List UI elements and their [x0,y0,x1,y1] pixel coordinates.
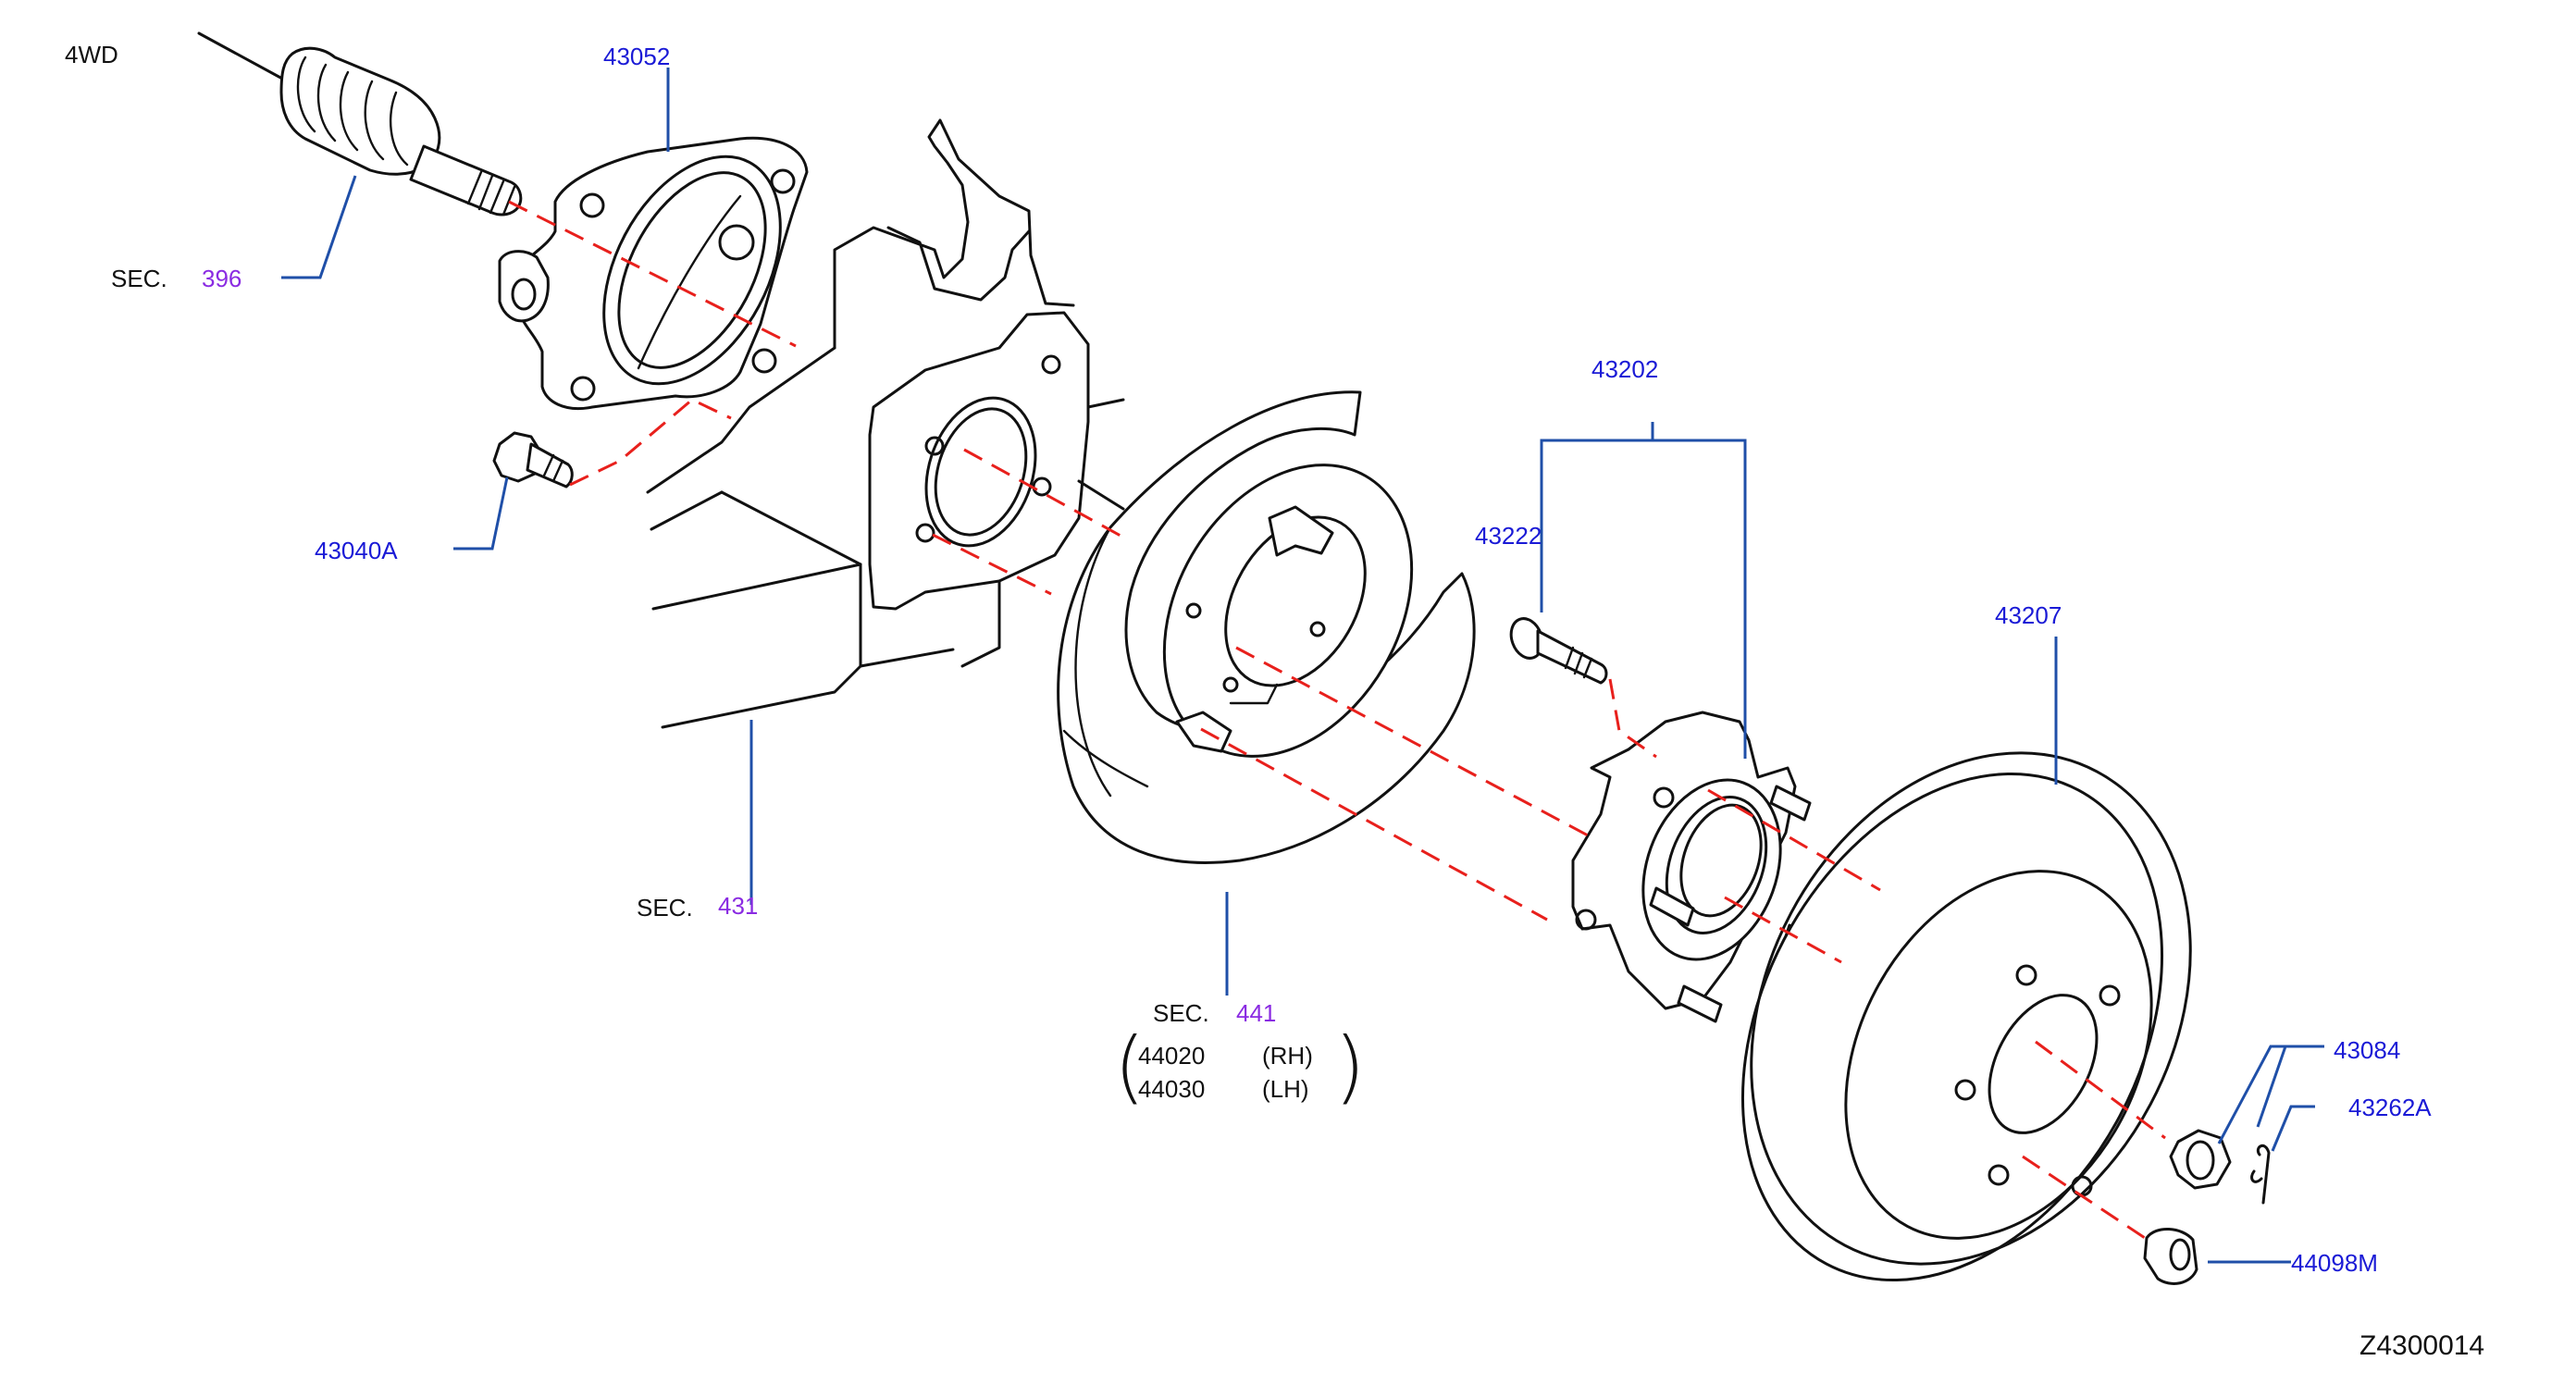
part-label-43040a[interactable]: 43040A [315,537,398,564]
part-label-43222[interactable]: 43222 [1475,522,1542,550]
sec-label-396-prefix: SEC. [111,265,167,292]
brake-rotor-43207 [1741,751,2192,1282]
variant-bracket-open: ( [1114,1020,1146,1113]
part-label-43052[interactable]: 43052 [603,43,671,70]
variant-part-44030: 44030 [1138,1075,1206,1103]
sec-label-396[interactable]: 396 [202,265,242,292]
cotter-pin-43262a [2250,1144,2271,1205]
cap-44098m [2143,1228,2198,1285]
variant-bracket-close: ) [1334,1020,1366,1113]
sec-label-431-prefix: SEC. [637,894,693,922]
variant-side-lh: (LH) [1262,1075,1309,1103]
sec-label-431[interactable]: 431 [718,892,759,920]
part-label-43207[interactable]: 43207 [1995,601,2062,629]
bolt-43040a [492,431,574,489]
drive-shaft [197,31,523,216]
hub-nut-43084 [2169,1129,2232,1190]
hub-assembly-43202 [1571,711,1821,1023]
knuckle-sec-431 [646,118,1125,729]
bolt-43222 [1509,617,1608,685]
variant-side-rh: (RH) [1262,1042,1313,1070]
spindle-43052 [498,136,809,410]
part-label-43202[interactable]: 43202 [1591,355,1659,383]
part-label-44098m[interactable]: 44098M [2291,1249,2378,1277]
backing-plate-sec-441 [1057,390,1476,864]
alignment-lines [508,200,2166,1240]
sec-label-441[interactable]: 441 [1236,999,1277,1027]
sec-label-441-prefix: SEC. [1153,999,1209,1027]
variant-part-44020: 44020 [1138,1042,1206,1070]
variant-label: 4WD [65,41,118,68]
leader-lines [281,68,2324,1264]
part-label-43084[interactable]: 43084 [2334,1036,2401,1064]
drawing-code: Z4300014 [2359,1330,2485,1361]
part-label-43262a[interactable]: 43262A [2348,1094,2432,1121]
